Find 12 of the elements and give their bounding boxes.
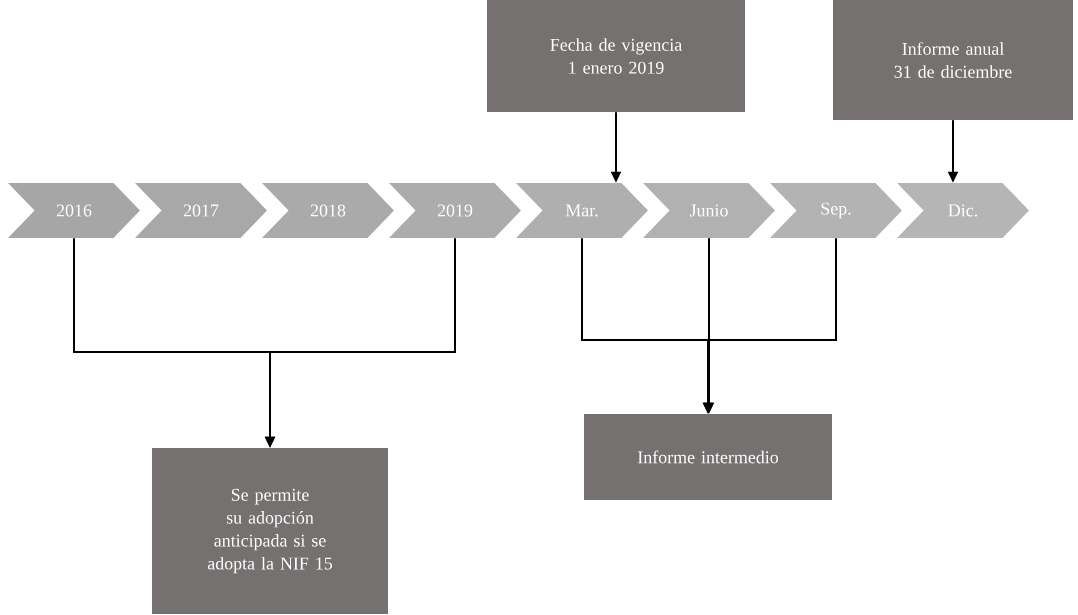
timeline-segment: 2016	[8, 183, 140, 238]
timeline-segment: Mar.	[516, 183, 648, 238]
timeline-segment: 2017	[135, 183, 267, 238]
timeline-segment: 2018	[262, 183, 394, 238]
text-box: Se permite su adopción anticipada si se adopta la NIF 15	[152, 448, 388, 614]
timeline-segment: Junio	[643, 183, 775, 238]
timeline-segment: Dic.	[897, 183, 1029, 238]
timeline-segment: Sep.	[770, 183, 902, 238]
text-box: Informe anual 31 de diciembre	[833, 0, 1073, 120]
timeline-segment: 2019	[389, 183, 521, 238]
text-box: Informe intermedio	[584, 414, 832, 500]
text-box: Fecha de vigencia 1 enero 2019	[487, 0, 745, 112]
